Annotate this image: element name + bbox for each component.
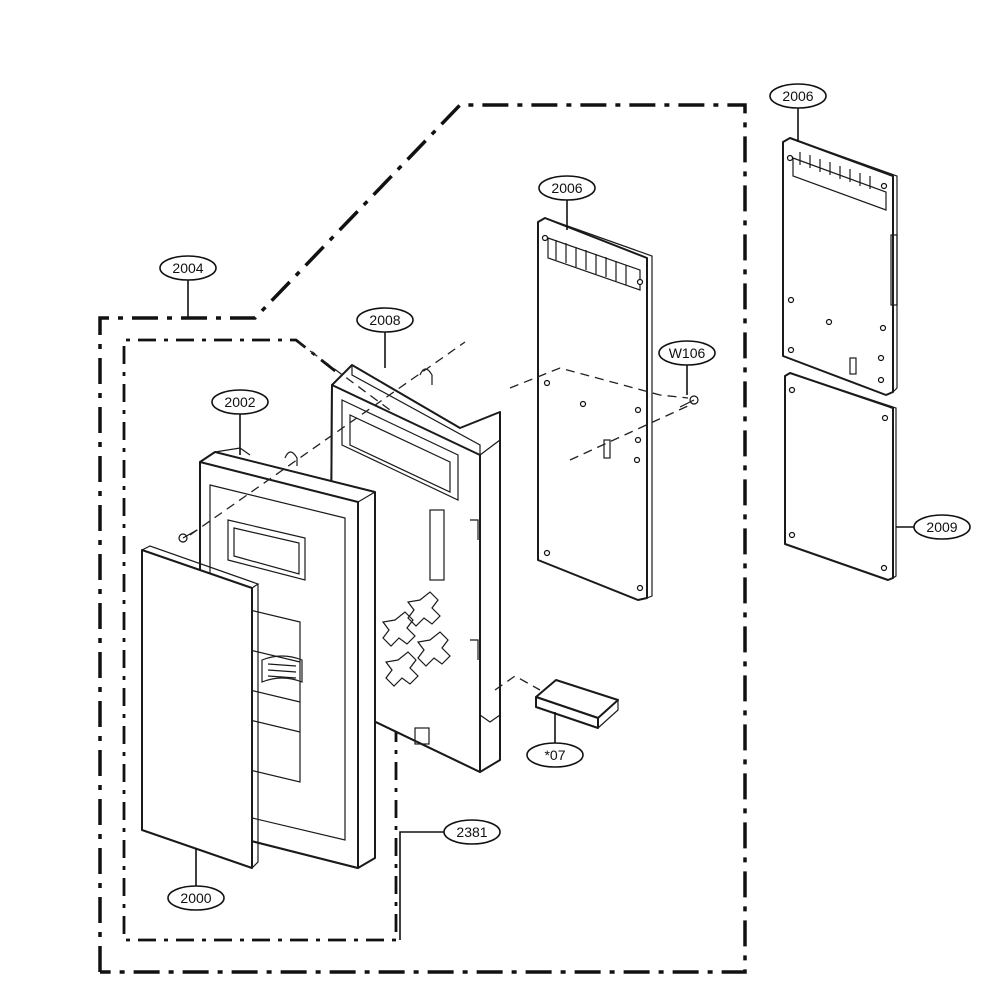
callout-2006-right-label: 2006 — [782, 88, 813, 104]
guide-line-3 — [569, 404, 691, 461]
pcb-board-right — [782, 137, 898, 396]
callout-2008-label: 2008 — [369, 312, 400, 328]
guide-line-2 — [509, 367, 689, 399]
pcb-board-middle — [537, 217, 653, 601]
assembly-boundary-outer — [98, 103, 747, 974]
callout-w106: W106 — [658, 340, 716, 366]
screw-w106 — [679, 395, 699, 408]
callout-2006-right: 2006 — [769, 83, 827, 109]
knob-part — [535, 679, 619, 729]
callout-2006-middle: 2006 — [538, 175, 596, 201]
callout-2009: 2009 — [913, 514, 971, 540]
guide-line-4 — [494, 675, 541, 691]
callout-2381-label: 2381 — [456, 824, 487, 840]
callout-07: *07 — [526, 742, 584, 768]
assembly-boundary-inner — [122, 338, 398, 942]
front-film — [141, 545, 260, 869]
callout-2004: 2004 — [159, 255, 217, 281]
guide-line-5 — [297, 341, 391, 411]
callout-2002: 2002 — [211, 389, 269, 415]
callout-w106-label: W106 — [669, 345, 706, 361]
callout-2002-label: 2002 — [224, 394, 255, 410]
insulation-sheet — [784, 372, 897, 581]
callout-07-label: *07 — [544, 747, 565, 763]
callout-2000: 2000 — [167, 885, 225, 911]
screw-left — [178, 529, 198, 543]
callout-2381: 2381 — [443, 819, 501, 845]
callout-2008: 2008 — [356, 307, 414, 333]
callout-2009-label: 2009 — [926, 519, 957, 535]
callout-2006-middle-label: 2006 — [551, 180, 582, 196]
callout-2004-label: 2004 — [172, 260, 203, 276]
guide-line-1 — [189, 341, 466, 536]
callout-2000-label: 2000 — [180, 890, 211, 906]
